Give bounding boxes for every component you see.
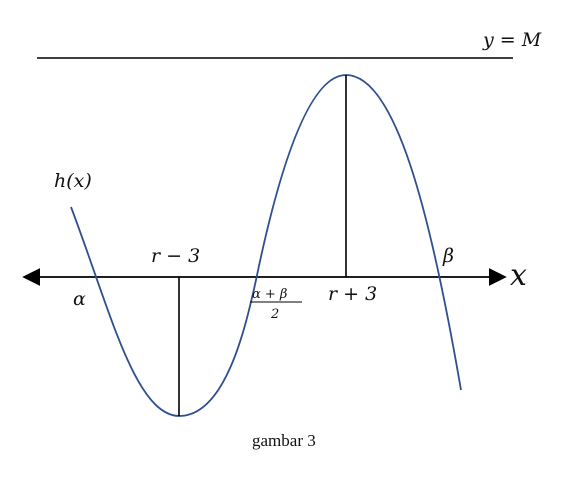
x-axis-label: x: [510, 258, 527, 293]
beta-label: β: [442, 245, 454, 267]
function-curve: [70, 74, 462, 417]
function-label: h(x): [54, 170, 92, 192]
midpoint-fraction: α + β 2: [250, 287, 302, 322]
midpoint-numerator: α + β: [252, 287, 287, 302]
r-plus-3-label: r + 3: [328, 283, 377, 305]
r-minus-3-label: r − 3: [151, 245, 200, 267]
midpoint-denominator: 2: [270, 307, 279, 322]
line-y-equals-m-label: y = M: [482, 29, 542, 51]
figure-caption: gambar 3: [252, 431, 316, 450]
alpha-label: α: [73, 288, 86, 310]
